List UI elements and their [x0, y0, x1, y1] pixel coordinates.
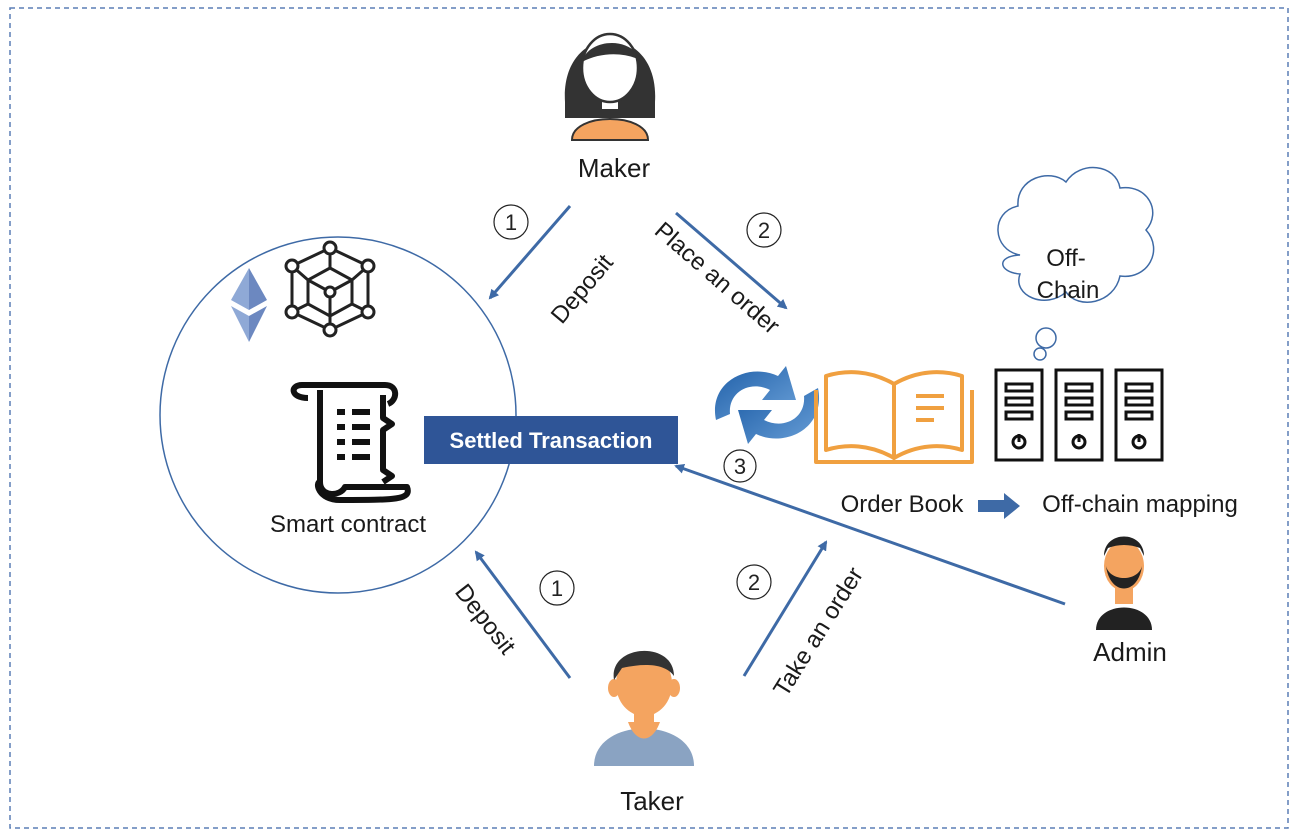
admin-avatar — [1096, 536, 1152, 630]
svg-text:2: 2 — [758, 218, 770, 243]
taker-deposit-label: Deposit — [449, 579, 521, 660]
svg-text:1: 1 — [551, 576, 563, 601]
settled-transaction-box — [424, 416, 678, 464]
maker-deposit-label: Deposit — [546, 249, 619, 329]
taker-take-order-label: Take an order — [768, 563, 869, 702]
svg-text:1: 1 — [505, 210, 517, 235]
smart-contract-boundary — [159, 236, 517, 594]
admin-label: Admin — [1093, 637, 1167, 667]
taker-take-order-arrow — [742, 540, 828, 677]
smart-contract-label: Smart contract — [270, 511, 426, 538]
step-badge: 2 — [746, 212, 782, 248]
off-chain-mapping-label: Off-chain mapping — [1042, 491, 1238, 518]
svg-text:2: 2 — [748, 570, 760, 595]
taker-avatar — [594, 650, 694, 766]
scroll-contract-icon — [290, 382, 411, 503]
step-badge: 1 — [493, 204, 529, 240]
order-book-label: Order Book — [841, 491, 965, 518]
maker-label: Maker — [578, 153, 651, 183]
server-icon — [1054, 368, 1104, 462]
blockchain-cube-icon — [284, 240, 376, 338]
taker-label: Taker — [620, 786, 684, 816]
mapping-arrow-icon — [978, 493, 1020, 519]
maker-avatar — [564, 32, 656, 141]
maker-place-order-arrow — [675, 211, 788, 310]
settled-transaction-label: Settled Transaction — [450, 428, 653, 453]
server-icon — [1114, 368, 1164, 462]
taker-deposit-arrow — [474, 550, 572, 679]
sync-icon — [714, 366, 820, 444]
outer-frame — [9, 7, 1289, 829]
step-badge: 1 — [539, 570, 575, 606]
ethereum-icon — [231, 268, 267, 342]
svg-text:3: 3 — [734, 454, 746, 479]
maker-deposit-arrow — [488, 205, 572, 300]
cloud-label-line2: Chain — [1037, 277, 1100, 304]
step-badge: 3 — [723, 449, 757, 483]
admin-settle-arrow — [674, 463, 1066, 606]
cloud-label-line1: Off- — [1046, 245, 1086, 272]
order-book-icon — [814, 370, 974, 464]
server-icon — [994, 368, 1044, 462]
off-chain-cloud — [997, 166, 1155, 361]
step-badge: 2 — [736, 564, 772, 600]
